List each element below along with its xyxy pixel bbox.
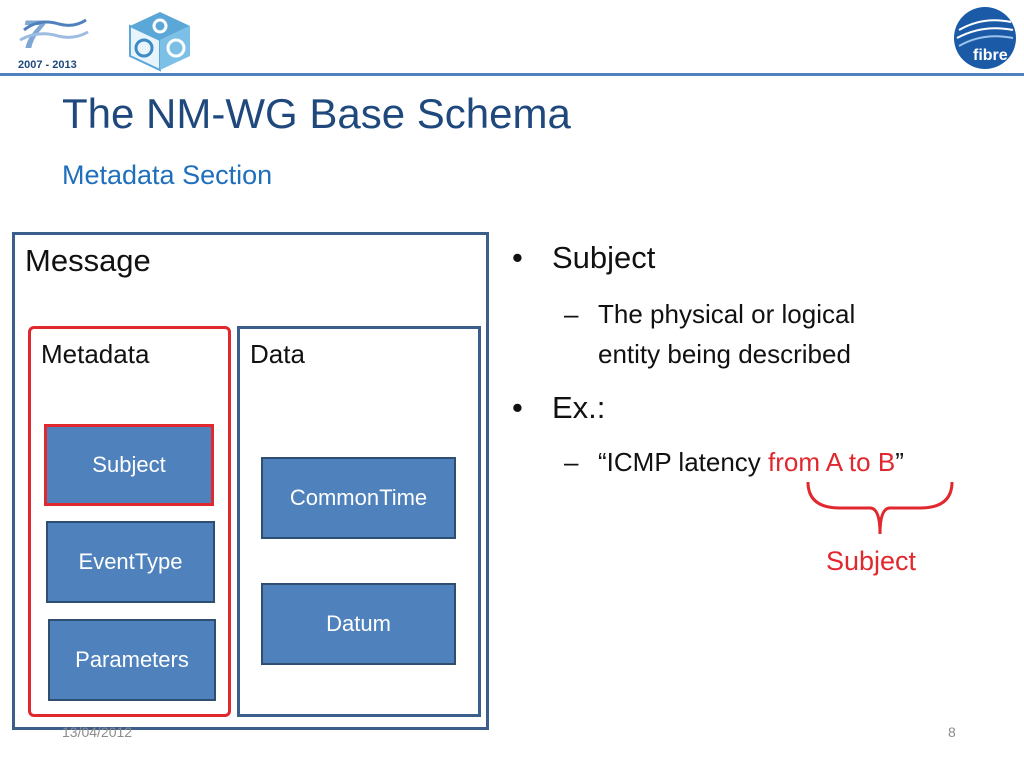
sub-bullet-line2: entity being described (598, 339, 851, 369)
fibre-logo-text: fibre (973, 47, 1008, 64)
example-prefix: “ICMP latency (598, 447, 769, 477)
brace-label: Subject (826, 546, 917, 576)
node-datum: Datum (261, 583, 456, 665)
curly-brace-icon (800, 478, 960, 548)
example-highlight: from A to B (768, 447, 896, 477)
dash-glyph: – (564, 299, 579, 329)
node-commontime: CommonTime (261, 457, 456, 539)
page-number: 8 (948, 724, 956, 740)
bullet-glyph: • (512, 240, 523, 275)
header-divider (0, 73, 1024, 76)
fp7-logo: 7 2007 - 2013 (14, 10, 94, 72)
data-label: Data (250, 339, 305, 369)
cube-logo (124, 8, 196, 74)
bullet-example: • Ex.: (512, 390, 605, 426)
slide-subtitle: Metadata Section (62, 160, 273, 190)
slide-title: The NM-WG Base Schema (62, 90, 571, 137)
message-label: Message (25, 243, 151, 278)
node-eventtype: EventType (46, 521, 215, 603)
bullet-example-text: Ex.: (552, 390, 606, 425)
bullet-subject: • Subject (512, 240, 655, 276)
bullet-subject-text: Subject (552, 240, 656, 275)
metadata-box: Metadata (28, 326, 231, 717)
sub-bullet-line1: The physical or logical (598, 299, 856, 329)
bullet-glyph: • (512, 390, 523, 425)
footer-date: 13/04/2012 (62, 724, 133, 740)
node-parameters: Parameters (48, 619, 216, 701)
fp7-logo-text: 2007 - 2013 (18, 59, 77, 71)
dash-glyph: – (564, 447, 579, 477)
data-box: Data (237, 326, 481, 717)
metadata-label: Metadata (41, 339, 150, 369)
node-subject: Subject (44, 424, 214, 506)
message-box: Message (12, 232, 489, 730)
sub-bullet-example: –“ICMP latency from A to B” (564, 442, 904, 482)
example-suffix: ” (895, 447, 904, 477)
sub-bullet-subject: –The physical or logical entity being de… (564, 294, 855, 374)
fibre-logo: fibre (953, 6, 1017, 70)
